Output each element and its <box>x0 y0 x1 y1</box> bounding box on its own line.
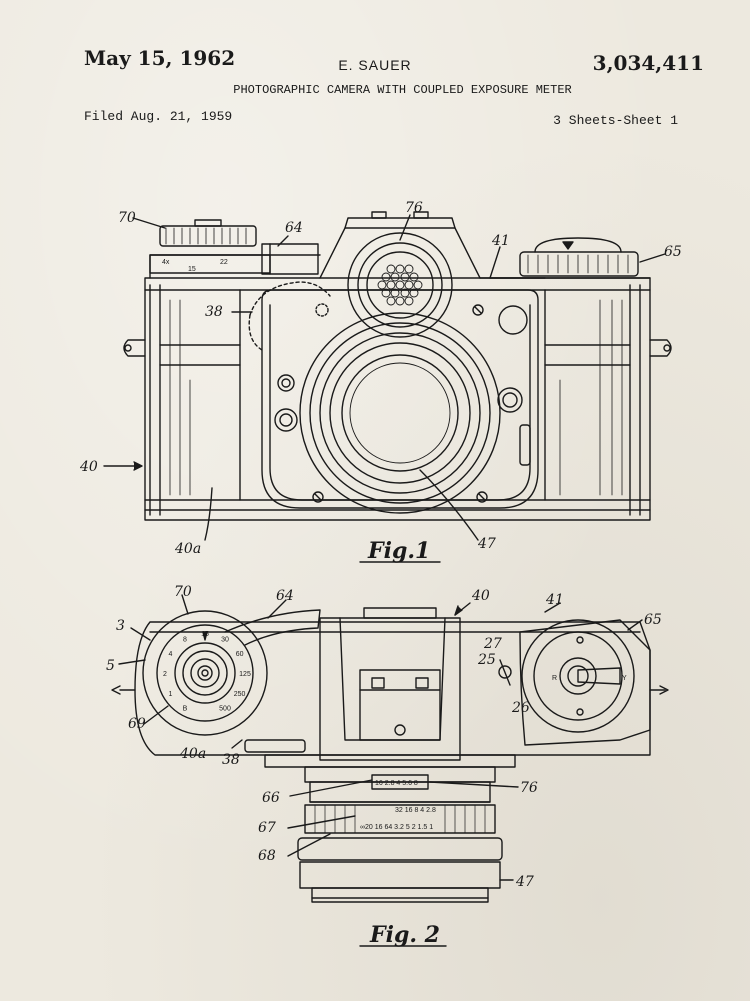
dial-mark: 500 <box>219 706 231 713</box>
svg-text:22: 22 <box>220 259 228 266</box>
fig1-label-65: 65 <box>664 244 682 260</box>
dial-mark: 15 <box>201 631 209 638</box>
dial-mark: 1 <box>168 691 172 698</box>
patent-title: PHOTOGRAPHIC CAMERA WITH COUPLED EXPOSUR… <box>233 83 572 97</box>
lens-scale-distance: ∞20 16 64 3.2 5 2 1.5 1 <box>360 824 433 831</box>
svg-text:15: 15 <box>188 266 196 273</box>
fig2-label-66: 66 <box>262 790 280 806</box>
sheet-count: 3 Sheets-Sheet 1 <box>553 113 678 128</box>
patent-date: May 15, 1962 <box>84 46 236 70</box>
fig2-label-25: 25 <box>477 652 496 668</box>
fig2-label-47: 47 <box>515 874 534 890</box>
dial-mark: B <box>183 706 188 713</box>
shutter-dial-marks: B 1 2 4 8 15 30 60 125 250 500 <box>163 631 251 713</box>
svg-text:R: R <box>552 675 557 682</box>
fig2-label-68: 68 <box>258 848 276 864</box>
dial-mark: 4 <box>168 651 172 658</box>
fig2-label-27: 27 <box>483 636 502 652</box>
fig2-label-64: 64 <box>276 588 294 604</box>
lens-scale-aperture: 16 2.8 4 5.6 8 <box>375 780 418 787</box>
fig1-label-70: 70 <box>118 210 136 226</box>
fig2-label-5: 5 <box>106 658 115 674</box>
svg-text:Y: Y <box>622 675 627 682</box>
fig1-label-64: 64 <box>285 220 303 236</box>
fig2-label-76: 76 <box>520 780 538 796</box>
fig1-caption: Fig.1 <box>367 538 430 564</box>
figure-1-front-view: 4x 15 22 <box>103 211 672 541</box>
dial-mark: 125 <box>239 671 251 678</box>
fig2-label-41: 41 <box>545 592 564 608</box>
fig1-label-38: 38 <box>205 304 223 320</box>
fig1-label-41: 41 <box>491 233 510 249</box>
fig2-label-40: 40 <box>471 588 490 604</box>
dial-mark: 250 <box>234 691 246 698</box>
fig2-label-67: 67 <box>258 820 276 836</box>
fig2-label-38: 38 <box>222 752 240 768</box>
fig2-label-69: 69 <box>128 716 146 732</box>
fig1-label-40: 40 <box>79 459 98 475</box>
filed-date: Filed Aug. 21, 1959 <box>84 109 233 124</box>
dial-mark: 2 <box>163 671 167 678</box>
lens-scale-depth: 32 16 8 4 2.8 <box>395 807 436 814</box>
fig2-label-26: 26 <box>511 700 530 716</box>
figure-2-top-view: B 1 2 4 8 15 30 60 125 250 500 R Y <box>111 594 669 903</box>
fig2-label-65: 65 <box>644 612 662 628</box>
fig1-label-40a: 40a <box>174 541 201 557</box>
fig2-label-40a: 40a <box>179 746 206 762</box>
dial-mark: 30 <box>221 636 229 643</box>
fig2-label-3: 3 <box>116 618 125 634</box>
fig2-label-70: 70 <box>174 584 192 600</box>
fig2-caption: Fig. 2 <box>369 922 440 948</box>
fig1-label-47: 47 <box>477 536 496 552</box>
patent-number: 3,034,411 <box>592 51 704 75</box>
svg-text:4x: 4x <box>162 259 170 266</box>
inventor-name: E. SAUER <box>338 57 412 73</box>
dial-mark: 60 <box>236 651 244 658</box>
fig1-label-76: 76 <box>405 200 423 216</box>
dial-mark: 8 <box>183 636 187 643</box>
